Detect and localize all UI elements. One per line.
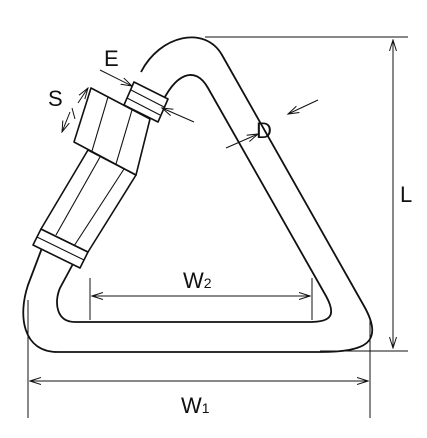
dimension-e: E	[99, 46, 195, 123]
dimension-s: S	[48, 86, 88, 132]
link-inner-outline	[56, 74, 332, 323]
dimension-l: L	[205, 36, 412, 352]
dimension-w1-label: W1	[181, 393, 210, 418]
link-outer-outline	[22, 36, 374, 353]
dimension-d: D	[225, 99, 319, 149]
dimension-l-label: L	[400, 182, 412, 207]
dimension-w2: W2	[89, 268, 313, 320]
dimension-e-label: E	[104, 46, 119, 71]
dimension-w1-subscript: 1	[202, 400, 210, 416]
gate-collar	[123, 81, 169, 123]
dimension-w1: W1	[27, 300, 371, 418]
link-body	[22, 36, 374, 353]
dimension-w1-letter: W	[181, 393, 202, 418]
dimension-s-label: S	[48, 86, 63, 111]
dimension-w2-label: W2	[183, 268, 212, 293]
dimension-w2-letter: W	[183, 268, 204, 293]
threaded-sleeve	[32, 87, 151, 269]
dimension-w2-subscript: 2	[204, 275, 212, 291]
dimension-d-label: D	[256, 118, 272, 143]
